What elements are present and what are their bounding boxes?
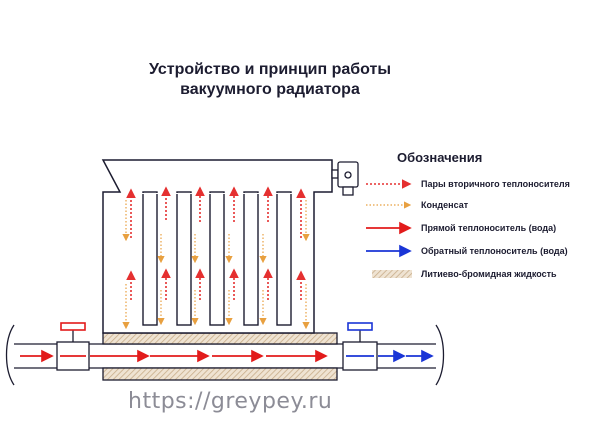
legend-item-condensate: Конденсат bbox=[421, 200, 469, 210]
inlet-valve-icon bbox=[56, 322, 90, 371]
condensate-flow bbox=[122, 200, 310, 330]
pressure-gauge-icon bbox=[331, 161, 359, 196]
legend-liquid-swatch bbox=[372, 270, 412, 278]
vapor-flow bbox=[126, 186, 306, 300]
outlet-valve-icon bbox=[342, 322, 378, 371]
title-line-2: вакуумного радиатора bbox=[180, 81, 360, 98]
legend-item-supply: Прямой теплоноситель (вода) bbox=[421, 223, 557, 233]
legend-item-return: Обратный теплоноситель (вода) bbox=[421, 246, 568, 256]
legend-title: Обозначения bbox=[397, 150, 483, 165]
legend-item-liquid: Литиево-бромидная жидкость bbox=[421, 269, 557, 279]
legend-symbols bbox=[366, 179, 412, 278]
pipe-break-right bbox=[435, 324, 445, 386]
legend-item-vapor: Пары вторичного теплоносителя bbox=[421, 179, 570, 189]
pipe-break-left bbox=[5, 324, 15, 386]
diagram-title: Устройство и принцип работы вакуумного р… bbox=[90, 60, 450, 100]
section-gaps bbox=[142, 191, 292, 326]
watermark-url: https://greypey.ru bbox=[128, 389, 333, 414]
title-line-1: Устройство и принцип работы bbox=[148, 61, 392, 78]
